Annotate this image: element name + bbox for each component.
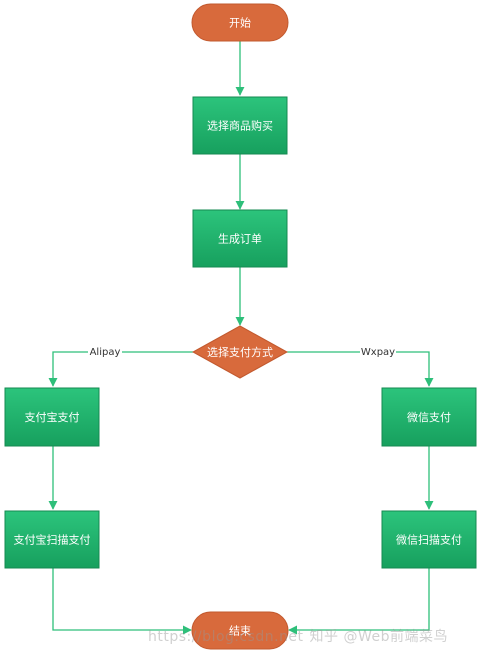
node-wechat-scan-label: 微信扫描支付 bbox=[396, 533, 462, 547]
edge-choose-to-alipay bbox=[48, 351, 193, 387]
edges bbox=[48, 41, 434, 635]
node-select-product-label: 选择商品购买 bbox=[207, 119, 273, 133]
node-alipay-pay-label: 支付宝支付 bbox=[25, 410, 80, 424]
edge-alipay-scan-to-end bbox=[52, 568, 192, 635]
edge-label-bg-alipay bbox=[88, 344, 122, 358]
node-end-label: 结束 bbox=[229, 625, 251, 638]
node-wechat-pay-label: 微信支付 bbox=[407, 410, 451, 424]
edge-label-bg-wxpay bbox=[360, 344, 396, 358]
edge-wechat-scan-to-end bbox=[288, 568, 430, 635]
node-wechat-pay: 微信支付 bbox=[381, 387, 477, 447]
node-create-order-label: 生成订单 bbox=[218, 232, 262, 246]
edge-choose-to-wechat bbox=[287, 351, 434, 387]
node-alipay-scan-label: 支付宝扫描支付 bbox=[14, 533, 91, 547]
node-create-order: 生成订单 bbox=[192, 209, 288, 268]
node-select-product: 选择商品购买 bbox=[192, 96, 288, 155]
node-alipay-scan: 支付宝扫描支付 bbox=[4, 510, 100, 569]
node-choose-payment: 选择支付方式 bbox=[191, 325, 289, 379]
watermark-credit: 知乎 @Web前端菜鸟 bbox=[309, 629, 449, 645]
node-wechat-scan: 微信扫描支付 bbox=[381, 510, 477, 569]
node-alipay-pay: 支付宝支付 bbox=[4, 387, 100, 447]
edge-label-alipay: Alipay bbox=[90, 347, 121, 358]
edge-label-wxpay: Wxpay bbox=[361, 347, 395, 358]
node-end: 结束 bbox=[191, 611, 289, 650]
node-choose-payment-label: 选择支付方式 bbox=[207, 345, 273, 359]
node-start-label: 开始 bbox=[229, 16, 251, 30]
node-start: 开始 bbox=[191, 3, 289, 42]
watermark: https://blog.csdn.net 知乎 @Web前端菜鸟 bbox=[148, 626, 448, 646]
watermark-url: https://blog.csdn.net bbox=[148, 629, 304, 645]
